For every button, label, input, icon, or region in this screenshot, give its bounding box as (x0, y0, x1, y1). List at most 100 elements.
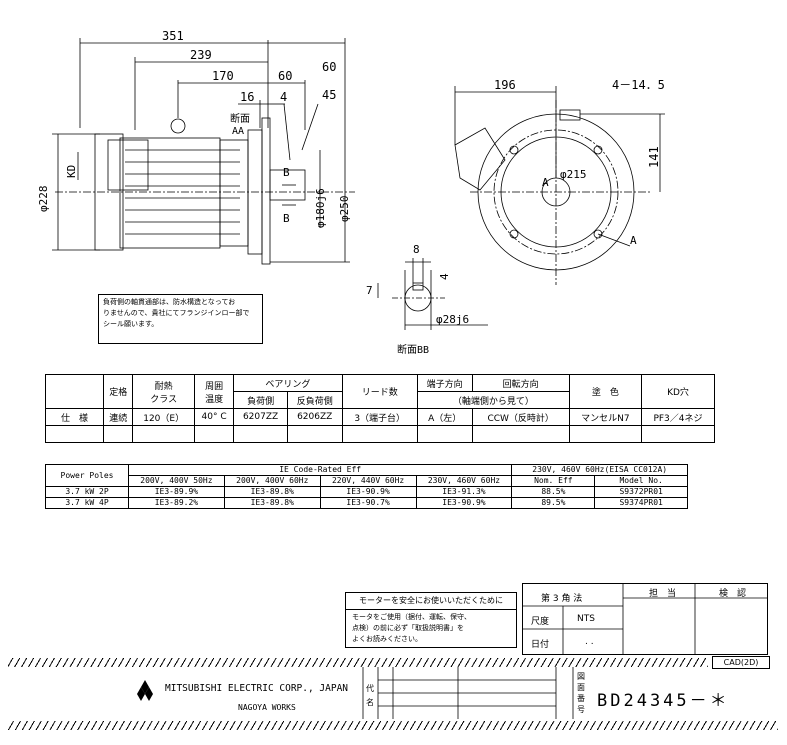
row-2-v4: IE3-90.9% (415, 497, 513, 509)
safety-notice: モーターを安全にお使いいただくために モータをご使用（据付、運転、保守、 点検）… (345, 592, 517, 648)
h-anti-load-side: 反負荷側 (286, 391, 343, 409)
dim-phi228: φ228 (37, 186, 50, 213)
cad-label: CAD(2D) (712, 656, 770, 669)
tantou-label: 担 当 (649, 589, 677, 599)
dim-kd: KD (65, 165, 78, 178)
label-section-bb: 断面BB (397, 343, 429, 356)
dim-170: 170 (212, 69, 234, 83)
label-section-aa-1: 断面 (230, 112, 250, 125)
dim-141: 141 (647, 146, 661, 168)
drawing-number-label: 図面番号 (577, 672, 585, 714)
side-label-1: 代 (366, 684, 374, 693)
row-1-v4: IE3-91.3% (415, 486, 513, 498)
hatch-border-bottom (8, 721, 778, 730)
h-heat-2: クラス (150, 394, 178, 405)
h-amb-2: 温度 (205, 394, 224, 405)
label-b-bottom: B (283, 212, 290, 225)
dim-239: 239 (190, 48, 212, 62)
h-col-4: 230V, 460V 60Hz (415, 475, 513, 487)
scale-label: 尺度 (531, 617, 550, 627)
safety-line-3: よくお読みください。 (352, 635, 422, 643)
h-col-2: 200V, 400V 60Hz (223, 475, 321, 487)
h-ie-code: IE Code-Rated Eff (127, 464, 513, 476)
approval-block: 第 3 角 法 尺度 NTS 日付 . . 担 当 検 認 (522, 583, 768, 655)
r-load-bearing: 6207ZZ (233, 408, 288, 426)
table-row: 3.7 kW 4P IE3-89.2% IE3-89.8% IE3-90.7% … (45, 497, 688, 509)
h-eisa: 230V, 460V 60Hz(EISA CC012A) (511, 464, 688, 476)
dim-4-14-5: 4－14．5 (612, 78, 665, 92)
row-2-v3: IE3-90.7% (319, 497, 417, 509)
h-heat-1: 耐熱 (154, 381, 173, 392)
title-block: MITSUBISHI ELECTRIC CORP., JAPAN NAGOYA … (8, 667, 778, 719)
title-grid (137, 667, 574, 719)
dim-16: 16 (240, 90, 254, 104)
row-1-v1: IE3-89.9% (128, 486, 225, 498)
dim-phi180: φ180j6 (314, 188, 327, 228)
label-a-center: A (542, 176, 549, 189)
r-kd: PF3／4ネジ (640, 408, 716, 426)
spec-table: 定格 耐熱クラス 周囲温度 ベアリング リード数 端子方向 回転方向 塗 色 K… (45, 374, 716, 443)
dim-45: 45 (322, 88, 336, 102)
shaft-seal-note: 負荷側の軸貫通部は、防水構造となってお りませんので、貴社にてフランジインロー部… (98, 294, 263, 344)
dim-60-b: 60 (322, 60, 336, 74)
h-rotation: 回転方向 (471, 374, 570, 392)
h-col-5: Nom. Eff (511, 475, 596, 487)
note-line-1: 負荷側の軸貫通部は、防水構造となってお (103, 298, 236, 306)
table-row: 3.7 kW 2P IE3-89.9% IE3-89.8% IE3-90.9% … (45, 486, 688, 498)
h-lead: リード数 (341, 374, 418, 409)
r-rotation: CCW（反時計） (471, 408, 570, 426)
h-kd: KD穴 (640, 374, 716, 409)
row-2-model: S9374PR01 (594, 497, 688, 509)
label-section-aa-2: AA (232, 126, 244, 137)
note-line-2: りませんので、貴社にてフランジインロー部で (103, 309, 250, 317)
efficiency-table: Power Poles IE Code-Rated Eff 230V, 460V… (45, 464, 688, 509)
dim-60-a: 60 (278, 69, 292, 83)
scale-value: NTS (577, 614, 595, 624)
h-terminal: 端子方向 (416, 374, 473, 392)
date-label: 日付 (531, 640, 550, 650)
h-col-1: 200V, 400V 50Hz (128, 475, 225, 487)
r-lead: 3（端子台） (341, 408, 418, 426)
h-amb-1: 周囲 (205, 381, 224, 392)
dim-phi250: φ250 (338, 196, 351, 223)
safety-line-1: モータをご使用（据付、運転、保守、 (352, 613, 471, 621)
outline-drawing: 351 239 170 60 60 16 4 45 断面 AA φ228 KD … (37, 29, 665, 356)
works-name: NAGOYA WORKS (238, 703, 296, 712)
mitsubishi-logo-icon (137, 680, 153, 701)
h-col-6: Model No. (594, 475, 688, 487)
dim-7: 7 (366, 284, 373, 297)
row-2-nom: 89.5% (511, 497, 596, 509)
r-terminal: A（左） (416, 408, 473, 426)
safety-title: モーターを安全にお使いいただくために (346, 593, 516, 610)
company-name: MITSUBISHI ELECTRIC CORP., JAPAN (165, 683, 349, 694)
r-amb: 40° C (193, 408, 235, 426)
row-1-v3: IE3-90.9% (319, 486, 417, 498)
row-2-v1: IE3-89.2% (128, 497, 225, 509)
label-a-arrow: A (630, 234, 637, 247)
row-1-model: S9372PR01 (594, 486, 688, 498)
dim-4-bb: 4 (438, 273, 451, 280)
r-antiload-bearing: 6206ZZ (286, 408, 343, 426)
label-b-top: B (283, 166, 290, 179)
kenin-label: 検 認 (719, 589, 747, 599)
dim-phi215: φ215 (560, 168, 587, 181)
row-1-v2: IE3-89.8% (223, 486, 321, 498)
r-label: 仕 様 (45, 408, 104, 426)
row-2-poles: 3.7 kW 4P (45, 497, 129, 509)
projection-angle: 第 3 角 法 (541, 594, 583, 604)
h-col-3: 220V, 440V 60Hz (319, 475, 417, 487)
h-rating: 定格 (102, 374, 134, 409)
dim-phi28: φ28j6 (436, 313, 469, 326)
side-label-2: 名 (366, 698, 374, 707)
h-bearing: ベアリング (233, 374, 343, 392)
h-view: （軸端側から見て） (416, 391, 570, 409)
dim-8: 8 (413, 243, 420, 256)
dim-351: 351 (162, 29, 184, 43)
row-2-v2: IE3-89.8% (223, 497, 321, 509)
note-line-3: シール願います。 (103, 320, 159, 328)
r-heat: 120（E） (132, 408, 195, 426)
row-1-nom: 88.5% (511, 486, 596, 498)
dim-4: 4 (280, 90, 287, 104)
safety-line-2: 点検）の前に必ず「取扱説明書」を (352, 624, 464, 632)
row-1-poles: 3.7 kW 2P (45, 486, 129, 498)
